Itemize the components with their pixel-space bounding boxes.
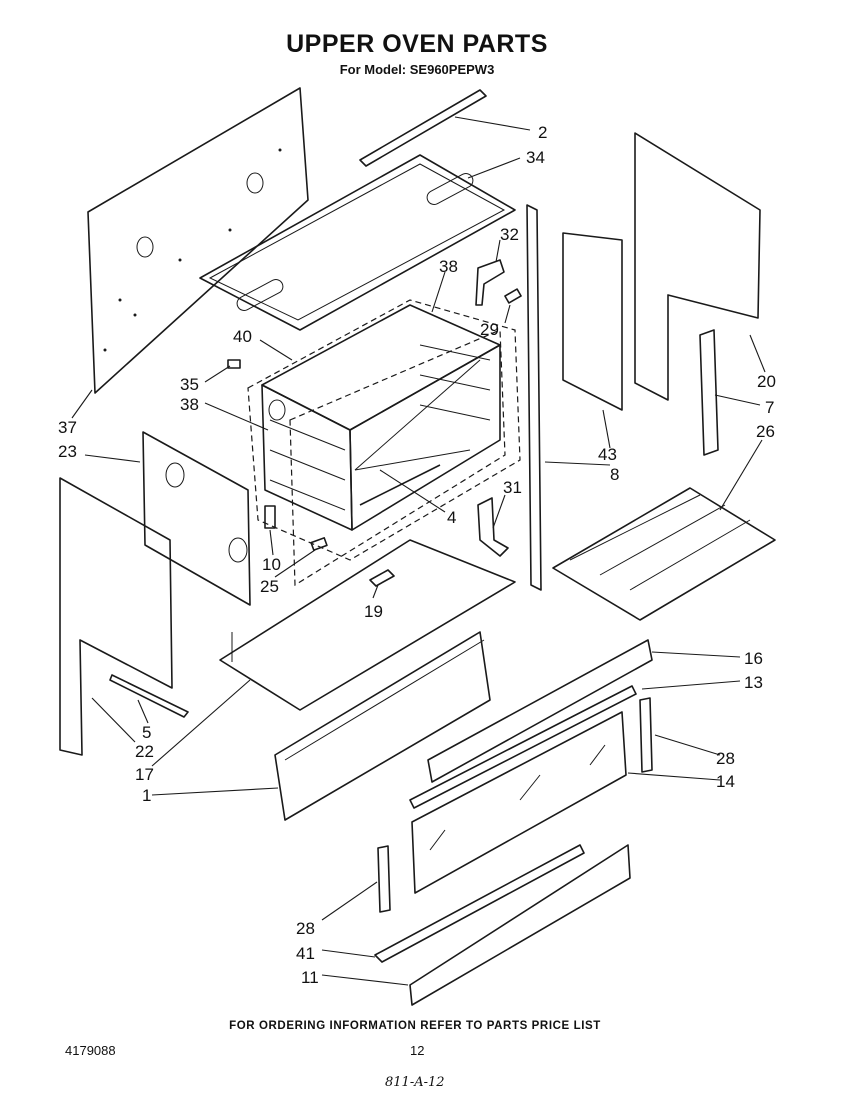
part-5-bracket [109,674,189,718]
callout-23: 23 [58,442,77,461]
callout-34: 34 [526,148,545,167]
callout-31: 31 [503,478,522,497]
part-17-bottom-pan [219,539,516,711]
part-20-side-wrap [634,132,761,401]
callout-16: 16 [744,649,763,668]
page-title: UPPER OVEN PARTS [286,30,548,58]
callout-35: 35 [180,375,199,394]
part-35-clip [227,359,241,369]
part-26-rack [552,487,776,621]
part-16-trim [427,639,653,783]
callout-11: 11 [301,968,319,987]
part-40-oven-cavity [247,299,521,587]
callout-4: 4 [447,508,456,527]
leader-lines [71,116,766,986]
part-28-spacer-left [377,845,391,913]
handwritten-note: 811-A-12 [385,1075,445,1090]
part-8-rail [526,204,542,591]
callout-26: 26 [756,422,775,441]
callout-29: 29 [480,320,499,339]
part-43-shield [562,232,623,411]
callout-38-top: 38 [439,257,458,276]
callout-38-left: 38 [180,395,199,414]
part-11-bottom-trim [409,844,631,1006]
part-1-front-frame [274,631,491,821]
callout-37: 37 [58,418,77,437]
callout-2: 2 [538,123,547,142]
callout-5: 5 [142,723,151,742]
part-28-spacer-right [639,697,653,773]
callout-25: 25 [260,577,279,596]
part-25-fastener [310,537,328,551]
callout-17: 17 [135,765,154,784]
callout-41: 41 [296,944,315,963]
part-13-strip [409,685,637,809]
callout-13: 13 [744,673,763,692]
part-14-glass [411,711,627,894]
part-19-clip [369,569,395,587]
part-38-oven-liner [261,304,501,531]
callout-7: 7 [765,398,774,417]
part-10-block [264,505,276,529]
part-2-top-strip [359,89,487,167]
callout-22: 22 [135,742,154,761]
part-41-lower-trim [374,844,585,963]
callout-43: 43 [598,445,617,464]
part-7-channel [699,329,719,456]
callout-10: 10 [262,555,281,574]
document-number: 4179088 [65,1043,116,1058]
callout-19: 19 [364,602,383,621]
callout-28-left: 28 [296,919,315,938]
callout-32: 32 [500,225,519,244]
part-29-clip [504,288,522,304]
part-4-element [359,464,441,506]
callout-40: 40 [233,327,252,346]
part-37-back-panel [87,87,309,394]
part-34-top-panel [199,154,516,331]
callout-8: 8 [610,465,619,484]
callout-28-right: 28 [716,749,735,768]
part-31-bracket [477,497,509,557]
callout-labels: 2 34 32 38 29 40 35 38 37 23 43 8 20 7 2… [58,123,776,987]
callout-20: 20 [757,372,776,391]
part-23-side-panel [142,431,251,606]
callout-14: 14 [716,772,735,791]
page-number: 12 [410,1043,425,1058]
part-22-outer-side [59,477,173,756]
part-32-bracket [475,259,505,306]
callout-1: 1 [142,786,151,805]
ordering-info-footer: FOR ORDERING INFORMATION REFER TO PARTS … [229,1020,601,1032]
model-subtitle: For Model: SE960PEPW3 [339,62,495,77]
